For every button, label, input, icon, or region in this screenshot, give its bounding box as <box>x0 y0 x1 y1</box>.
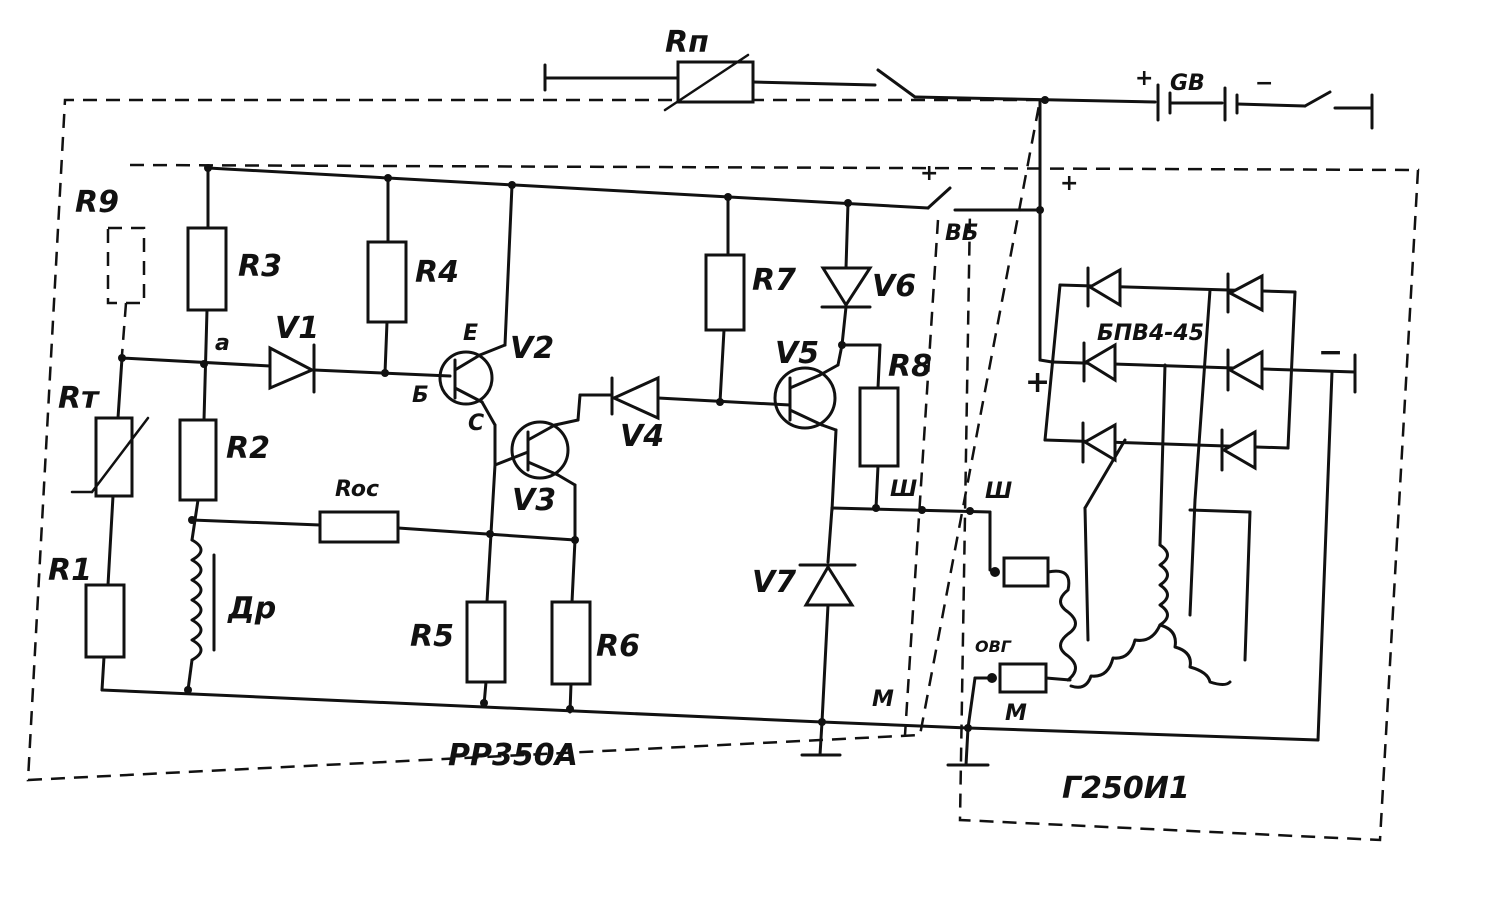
label-blok: БПВ4-45 <box>1097 321 1204 346</box>
resistor-r6 <box>550 600 592 686</box>
label-r6: R6 <box>596 629 640 664</box>
resistor-rt <box>94 416 134 498</box>
label-a: а <box>215 331 230 356</box>
label-rp: Rп <box>665 25 709 60</box>
switch-lever <box>876 68 917 99</box>
label-gb: GB <box>1170 71 1205 96</box>
regulator-boundary <box>26 98 1042 782</box>
label-b: Б <box>412 383 429 408</box>
diode-v7 <box>798 506 857 724</box>
variable-arrow <box>663 53 750 112</box>
resistor-rp <box>676 60 755 104</box>
label-r8: R8 <box>888 349 932 384</box>
transistor-v5 <box>773 343 844 512</box>
brush-2 <box>998 662 1048 694</box>
label-roc: Roс <box>335 477 379 502</box>
label-c: С <box>468 411 484 436</box>
stator-windings <box>1069 498 1252 689</box>
external-circuit <box>543 53 1374 130</box>
bottom-rail <box>100 686 1320 767</box>
label-m2: М <box>1005 701 1027 726</box>
label-minus-blok: − <box>1318 335 1343 370</box>
inductor-dr <box>186 538 216 692</box>
resistor-r1 <box>84 583 126 659</box>
label-plus-blok: + <box>1025 365 1050 400</box>
label-plus-vs: + <box>920 161 938 186</box>
label-sh2: Ш <box>985 479 1012 504</box>
resistor-r7 <box>704 253 746 332</box>
label-r3: R3 <box>238 249 282 284</box>
resistor-roc <box>318 510 400 544</box>
label-plus-gen: + <box>1060 171 1078 196</box>
connector-boundary <box>903 219 940 736</box>
label-r7: R7 <box>752 263 796 298</box>
label-v6: V6 <box>872 269 916 304</box>
generator-boundary <box>129 163 1420 842</box>
label-v4: V4 <box>620 419 664 454</box>
resistor-r2 <box>178 418 218 502</box>
label-r9: R9 <box>75 185 119 220</box>
label-v3: V3 <box>512 483 556 518</box>
transistor-v2 <box>438 183 514 467</box>
resistor-r5 <box>465 600 507 684</box>
label-dr: Др <box>227 591 276 626</box>
label-owg: ОВГ <box>975 637 1012 656</box>
label-e: Е <box>463 321 478 346</box>
label-m1: М <box>872 687 894 712</box>
field-winding <box>966 556 1077 730</box>
regulator-top-rail <box>204 98 1044 362</box>
diode-v6 <box>820 201 873 347</box>
transistor-v3 <box>493 393 582 542</box>
label-r1: R1 <box>48 553 92 588</box>
label-regulator: РР350А <box>448 738 578 773</box>
label-v5: V5 <box>775 336 819 371</box>
label-r5: R5 <box>410 619 454 654</box>
label-generator: Г250И1 <box>1062 771 1190 806</box>
diode-v4 <box>578 375 792 421</box>
brush-1 <box>1002 556 1050 588</box>
label-v1: V1 <box>275 311 319 346</box>
label-rt: Rт <box>58 381 100 416</box>
switch-2-lever <box>1303 90 1332 108</box>
resistor-r4 <box>366 240 408 324</box>
label-sh1: Ш <box>890 477 917 502</box>
label-v2: V2 <box>510 331 554 366</box>
label-r4: R4 <box>415 255 459 290</box>
label-gb-minus: − <box>1255 71 1273 96</box>
label-vs: ВБ <box>945 221 979 246</box>
resistor-r9 <box>106 226 146 305</box>
resistor-r3 <box>186 226 228 312</box>
resistor-r8 <box>858 386 900 468</box>
rectifier-block <box>1038 266 1357 742</box>
label-gb-plus: + <box>1135 66 1153 91</box>
label-r2: R2 <box>226 431 270 466</box>
label-v7: V7 <box>752 565 796 600</box>
